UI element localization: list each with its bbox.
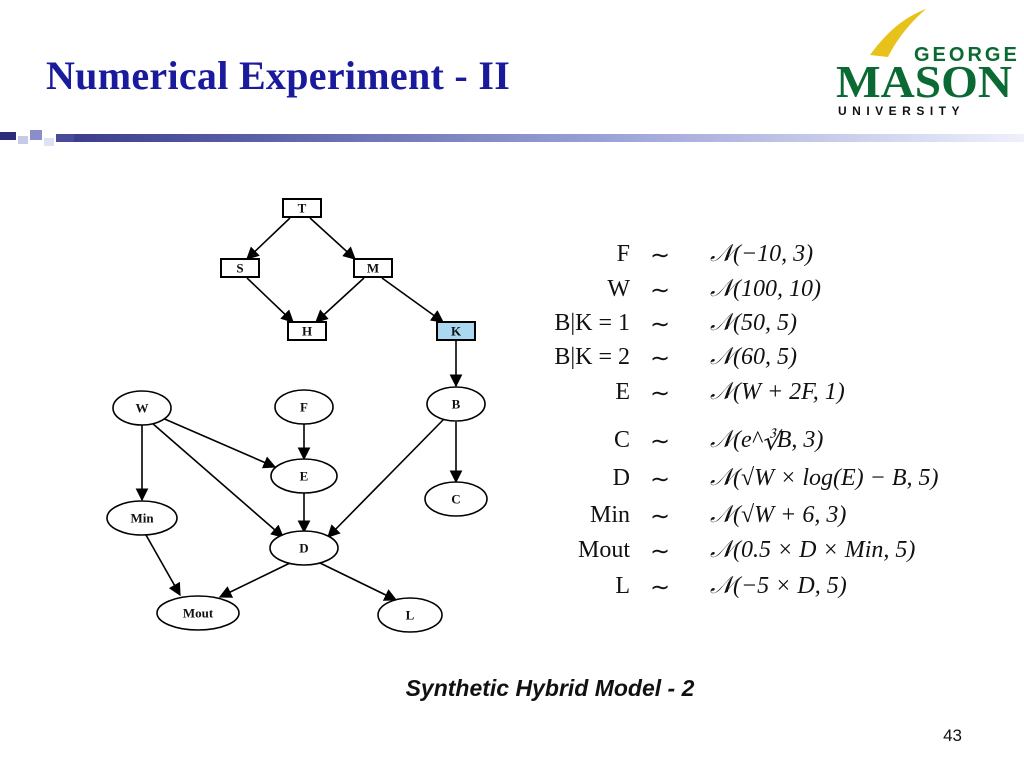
- dist-tilde: ∼: [649, 575, 671, 601]
- node-D: D: [269, 530, 339, 566]
- node-K-label: K: [451, 324, 462, 339]
- dist-expr: 𝒩(50, 5): [710, 310, 797, 336]
- edge-M-K: [381, 277, 445, 323]
- dist-tilde: ∼: [649, 312, 671, 338]
- dist-row-W: W ∼ 𝒩(100, 10): [560, 276, 1000, 310]
- node-Min-label: Min: [130, 511, 154, 526]
- dist-var: F: [616, 241, 630, 267]
- page-number: 43: [943, 726, 962, 745]
- dist-expr: 𝒩(e^∛B, 3): [710, 427, 824, 453]
- dist-row-Min: Min ∼ 𝒩(√W + 6, 3): [560, 502, 1000, 536]
- node-L-label: L: [406, 608, 415, 623]
- dist-row-C: C ∼ 𝒩(e^∛B, 3): [560, 427, 1000, 461]
- dist-row-F: F ∼ 𝒩(−10, 3): [560, 241, 1000, 275]
- node-B: B: [426, 386, 486, 422]
- dist-var: E: [615, 379, 630, 405]
- logo-line1: GEORGE: [914, 44, 1020, 66]
- edge-B-D: [327, 418, 445, 538]
- dist-expr: 𝒩(√W + 6, 3): [710, 502, 847, 528]
- edge-W-D: [151, 422, 284, 538]
- dist-var: D: [612, 465, 630, 491]
- dist-var: B|K = 1: [554, 310, 630, 336]
- dist-var: Min: [589, 502, 630, 528]
- dist-expr: 𝒩(W + 2F, 1): [710, 379, 845, 405]
- edge-T-M: [309, 217, 356, 260]
- node-E: E: [270, 458, 338, 494]
- dist-expr: 𝒩(√W × log(E) − B, 5): [710, 465, 939, 491]
- edge-Min-Mout: [145, 534, 181, 597]
- node-C-label: C: [451, 492, 460, 507]
- node-W: W: [112, 390, 172, 426]
- dist-tilde: ∼: [649, 467, 671, 493]
- node-L: L: [377, 597, 443, 633]
- dist-expr: 𝒩(−5 × D, 5): [710, 573, 847, 599]
- dist-var: B|K = 2: [554, 344, 630, 370]
- node-F: F: [274, 389, 334, 425]
- node-E-label: E: [300, 469, 309, 484]
- dist-var: L: [615, 573, 630, 599]
- dist-expr: 𝒩(0.5 × D × Min, 5): [710, 537, 916, 563]
- dist-tilde: ∼: [649, 243, 671, 269]
- node-S: S: [220, 258, 260, 278]
- node-H: H: [287, 321, 327, 341]
- dist-tilde: ∼: [649, 539, 671, 565]
- dist-tilde: ∼: [649, 381, 671, 407]
- edge-S-H: [246, 277, 294, 323]
- dist-tilde: ∼: [649, 429, 671, 455]
- diagram-caption: Synthetic Hybrid Model - 2: [405, 675, 695, 701]
- dist-row-B-K1: B|K = 1 ∼ 𝒩(50, 5): [554, 310, 1000, 344]
- title-underline-bar: [0, 130, 1024, 146]
- dist-var: Mout: [577, 537, 630, 563]
- dist-tilde: ∼: [649, 278, 671, 304]
- node-T: T: [282, 198, 322, 218]
- logo-swoosh: [870, 9, 926, 57]
- edge-D-Mout: [218, 562, 291, 598]
- edge-T-S: [246, 217, 291, 260]
- node-Mout-label: Mout: [183, 606, 214, 621]
- logo-line3: UNIVERSITY: [838, 104, 965, 118]
- slide-title: Numerical Experiment - II: [46, 53, 511, 98]
- node-W-label: W: [136, 401, 149, 416]
- dist-tilde: ∼: [649, 504, 671, 530]
- dist-tilde: ∼: [649, 346, 671, 372]
- node-S-label: S: [236, 261, 243, 276]
- dist-expr: 𝒩(100, 10): [710, 276, 821, 302]
- dist-row-L: L ∼ 𝒩(−5 × D, 5): [560, 573, 1000, 607]
- dist-row-E: E ∼ 𝒩(W + 2F, 1): [560, 379, 1000, 413]
- dist-row-B-K2: B|K = 2 ∼ 𝒩(60, 5): [554, 344, 1000, 378]
- edge-D-L: [319, 562, 398, 601]
- dist-var: W: [607, 276, 630, 302]
- node-F-label: F: [300, 400, 308, 415]
- node-C: C: [424, 481, 488, 517]
- dist-row-D: D ∼ 𝒩(√W × log(E) − B, 5): [560, 465, 1000, 499]
- dist-var: C: [613, 427, 630, 453]
- node-M-label: M: [367, 261, 379, 276]
- node-H-label: H: [302, 324, 312, 339]
- node-M: M: [353, 258, 393, 278]
- dist-expr: 𝒩(60, 5): [710, 344, 797, 370]
- logo-line2: MASON: [836, 56, 1012, 107]
- node-T-label: T: [298, 201, 307, 216]
- node-Min: Min: [106, 500, 178, 536]
- dist-expr: 𝒩(−10, 3): [710, 241, 814, 267]
- edges: [135, 217, 463, 601]
- edge-W-E: [159, 416, 277, 469]
- node-Mout: Mout: [156, 595, 240, 631]
- dist-row-Mout: Mout ∼ 𝒩(0.5 × D × Min, 5): [560, 537, 1000, 571]
- node-B-label: B: [452, 397, 461, 412]
- node-D-label: D: [299, 541, 308, 556]
- edge-M-H: [315, 277, 365, 323]
- node-K: K: [436, 321, 476, 341]
- george-mason-logo: GEORGE MASON UNIVERSITY: [836, 9, 1020, 118]
